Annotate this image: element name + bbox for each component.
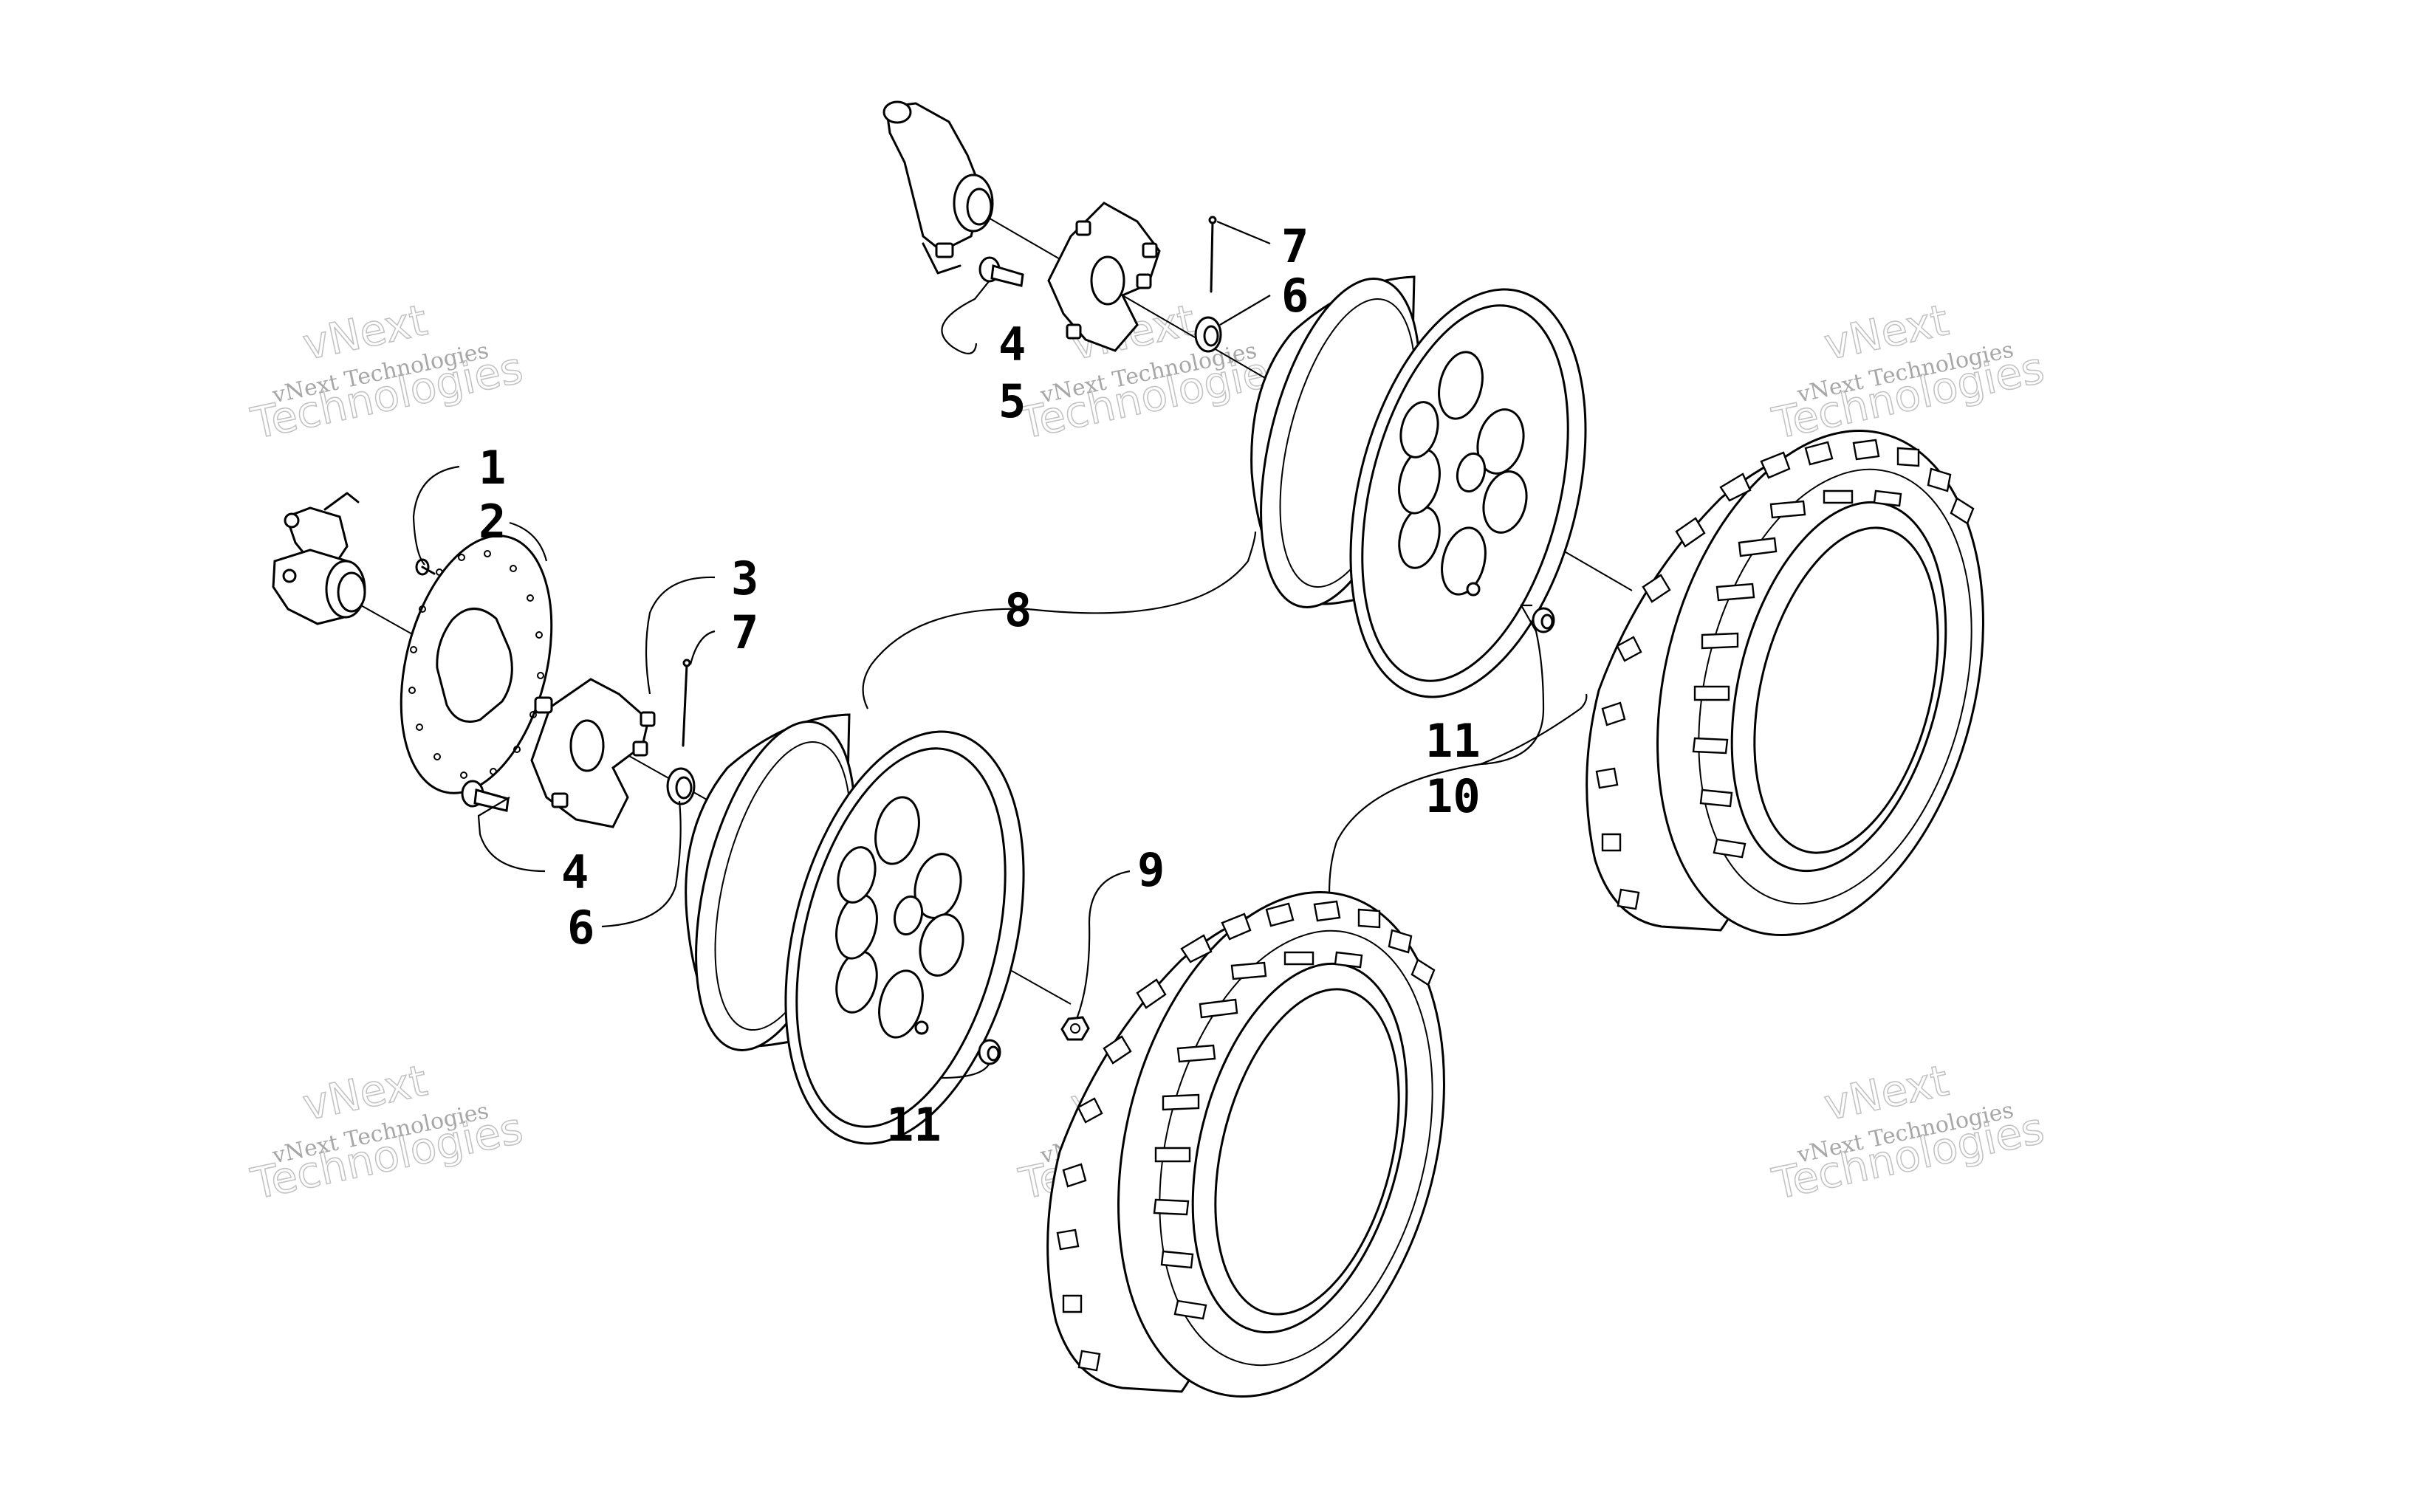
cotter-pin-left — [682, 659, 691, 747]
watermark-bottom-left: vNext Technologies vNext Technologies — [246, 1054, 527, 1209]
callout-8: 8 — [1004, 583, 1032, 637]
valve-stem-left — [978, 1039, 1001, 1065]
tire-bottom — [1046, 891, 1445, 1398]
hub-stud-top — [978, 256, 1024, 287]
callout-7-left: 7 — [731, 605, 758, 659]
steering-knuckle-left — [272, 492, 366, 625]
callout-10: 10 — [1425, 769, 1481, 823]
hub-top — [1047, 202, 1161, 352]
castle-nut-left — [666, 767, 696, 805]
steering-knuckle-top — [882, 100, 994, 275]
lug-nut — [1060, 1016, 1090, 1041]
watermark-top-left: vNext Technologies vNext Technologies — [246, 294, 527, 449]
cotter-pin-top — [1208, 216, 1217, 293]
callout-11-left: 11 — [886, 1098, 942, 1152]
callout-11-top: 11 — [1425, 714, 1481, 768]
watermark-top-center: vNext Technologies vNext Technologies — [1014, 294, 1295, 449]
brake-disc — [400, 535, 553, 794]
callout-3: 3 — [731, 551, 758, 605]
wheel-rim-left — [685, 713, 1025, 1145]
rim-pockets-top — [1398, 351, 1528, 596]
callout-9: 9 — [1137, 843, 1165, 897]
hub-left — [530, 678, 656, 828]
callout-5: 5 — [998, 374, 1026, 428]
callout-4-top: 4 — [998, 317, 1026, 371]
callout-7-top: 7 — [1281, 219, 1309, 273]
tire-right-tread — [1595, 439, 1975, 910]
castle-nut-top — [1194, 316, 1222, 353]
wheel-rim-top — [1250, 275, 1587, 698]
callout-2: 2 — [479, 495, 506, 549]
watermark-bottom-right: vNext Technologies vNext Technologies — [1767, 1054, 2049, 1209]
tire-bottom-tread — [1056, 900, 1436, 1372]
disc-bolt — [415, 558, 436, 576]
hub-stud-left — [461, 780, 510, 812]
callout-6-left: 6 — [567, 901, 594, 955]
valve-stem-top — [1532, 607, 1555, 633]
callout-6-top: 6 — [1281, 269, 1309, 323]
disc-holes — [408, 550, 544, 779]
watermark-top-right: vNext Technologies vNext Technologies — [1767, 294, 2049, 449]
leader-lines — [412, 220, 1588, 1079]
rim-pockets-left — [835, 796, 964, 1039]
callout-4-left: 4 — [561, 845, 589, 899]
tire-right — [1586, 430, 1984, 936]
callout-1: 1 — [479, 441, 506, 495]
